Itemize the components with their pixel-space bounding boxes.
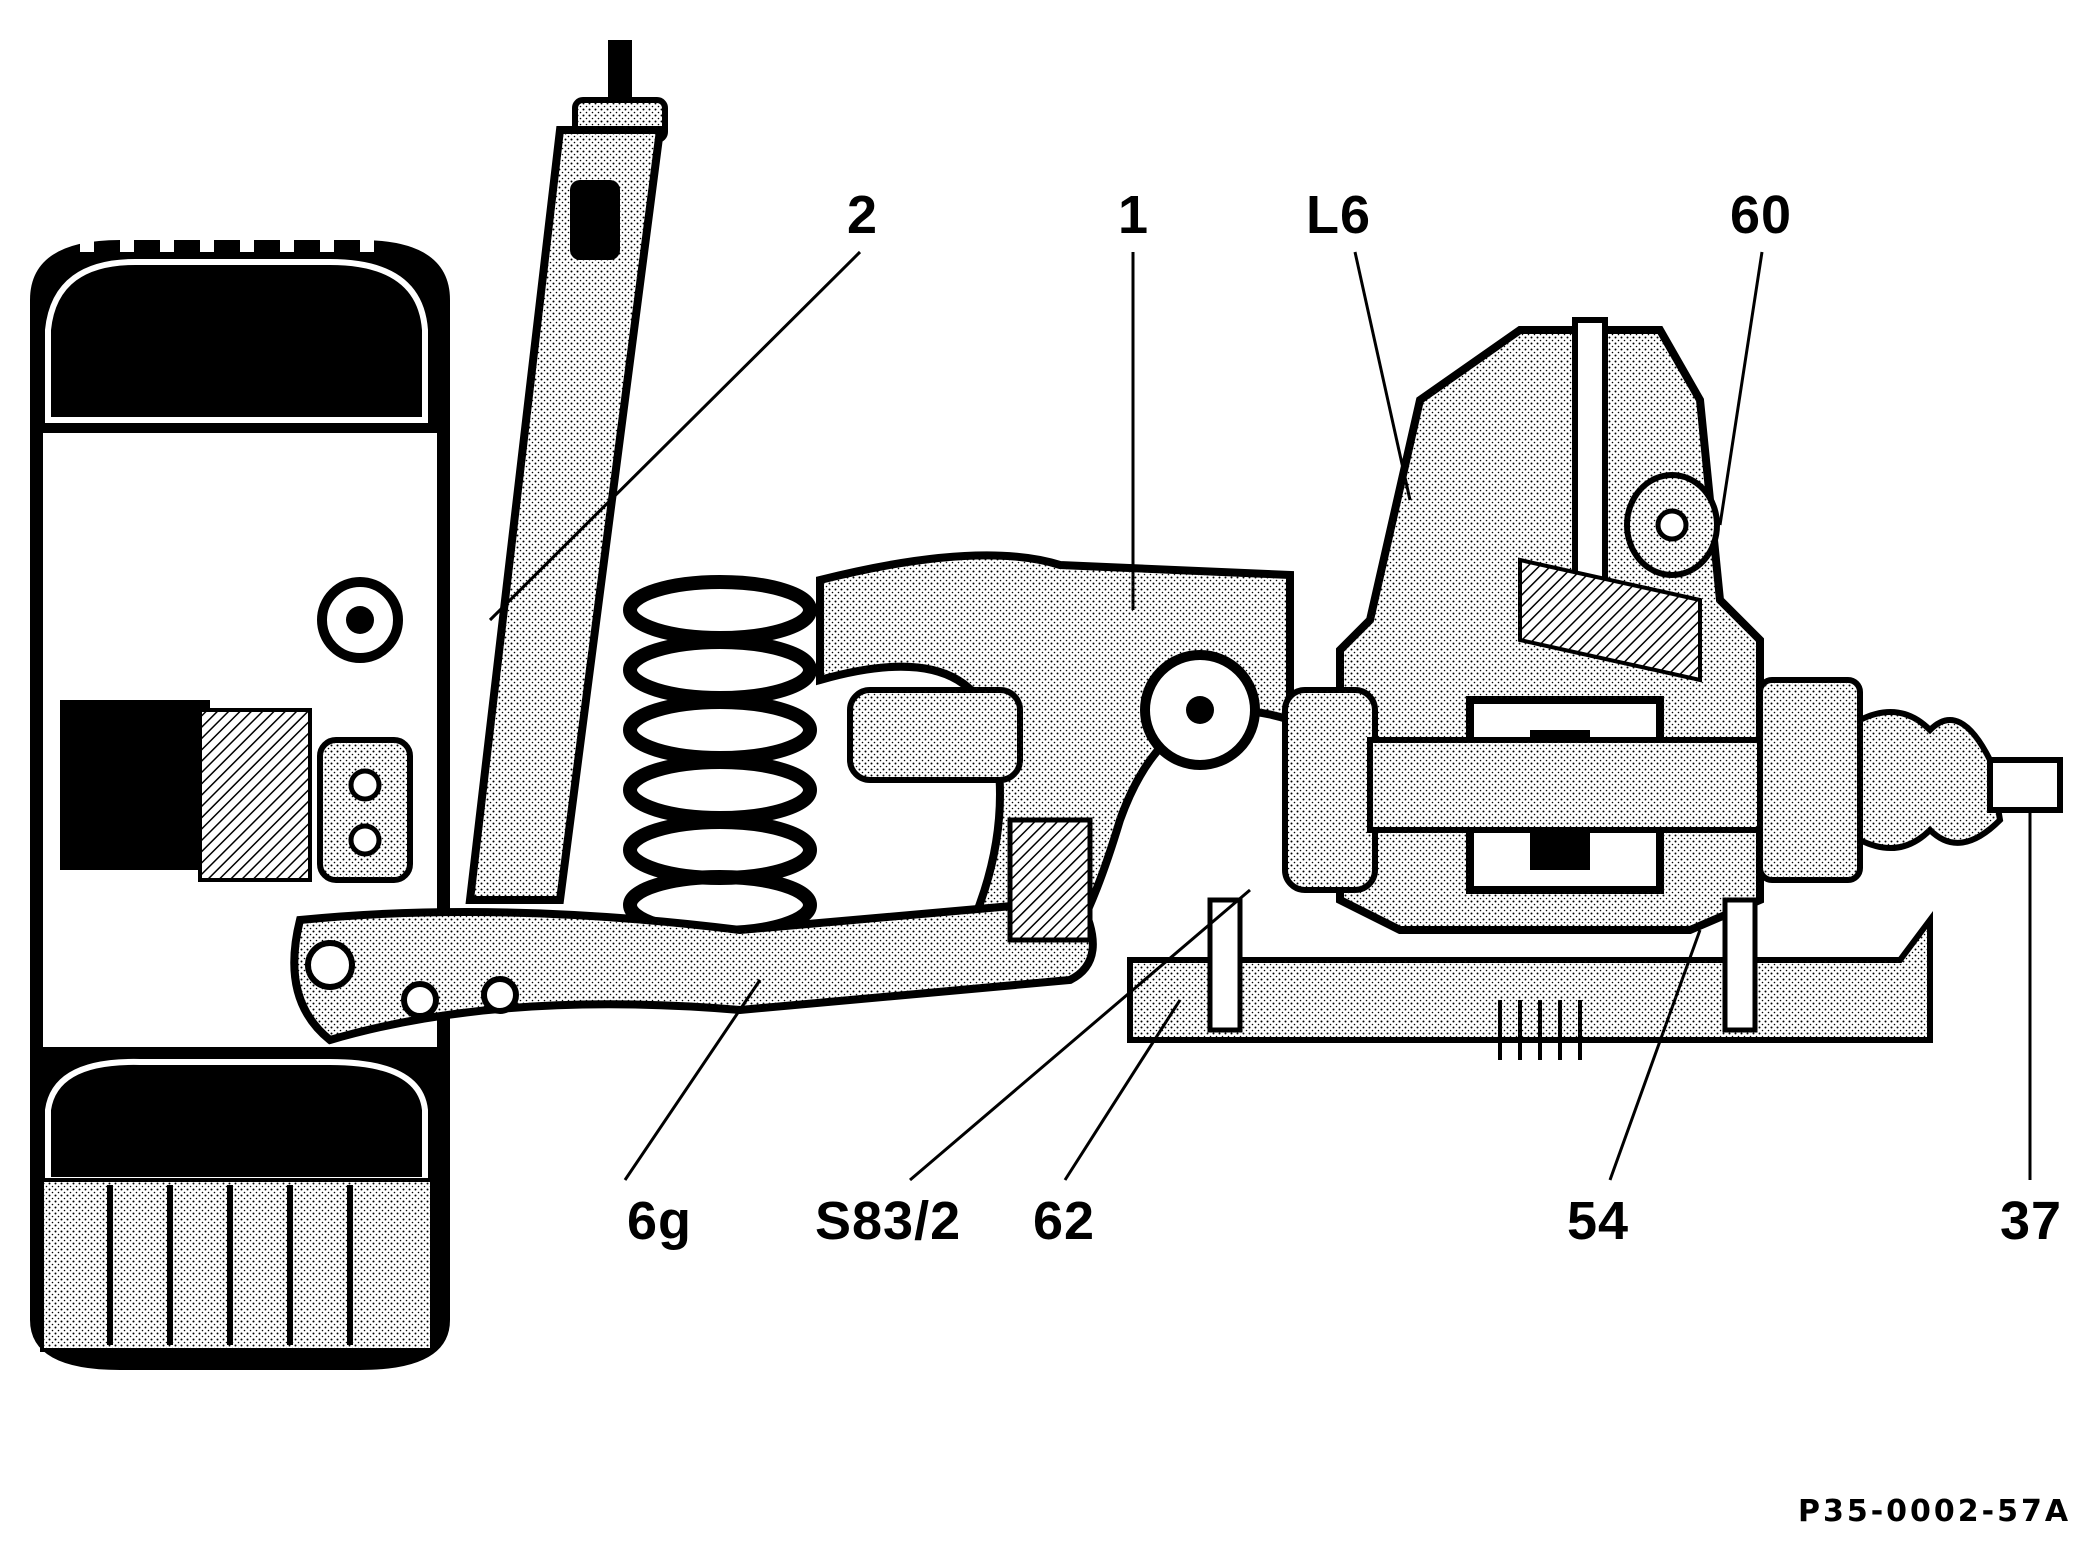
leader-line-60 [1718,251,1764,526]
housing-fins [1498,1000,1582,1060]
coil-spring [623,575,817,940]
callout-54: 54 [1567,1191,1630,1251]
callout-2: 2 [847,185,879,245]
figure-reference-code: P35-0002-57A [1798,1494,2072,1529]
callout-62: 62 [1033,1191,1096,1251]
leader-line-2 [488,250,862,622]
callout-6g: 6g [627,1191,693,1251]
leader-line-54 [1608,929,1702,1181]
callout-l6: L6 [1306,185,1372,245]
callout-60: 60 [1730,185,1793,245]
callout-s83-2: S83/2 [815,1191,962,1251]
leader-line-l6 [1353,251,1412,501]
leader-line-6g [623,979,762,1181]
tire-tread [107,1185,353,1345]
tire-sidewall-ribs [80,238,374,252]
drive-shaft [1282,677,2063,893]
callout-37: 37 [2000,1191,2063,1251]
leader-line-62 [1063,999,1182,1181]
rear-axle-carrier [816,551,1294,965]
semi-trailing-arm [290,817,1097,1045]
callout-1: 1 [1118,185,1150,245]
leader-lines [488,250,2032,1182]
shock-absorber [465,40,668,904]
leader-line-s83 [909,888,1251,1182]
